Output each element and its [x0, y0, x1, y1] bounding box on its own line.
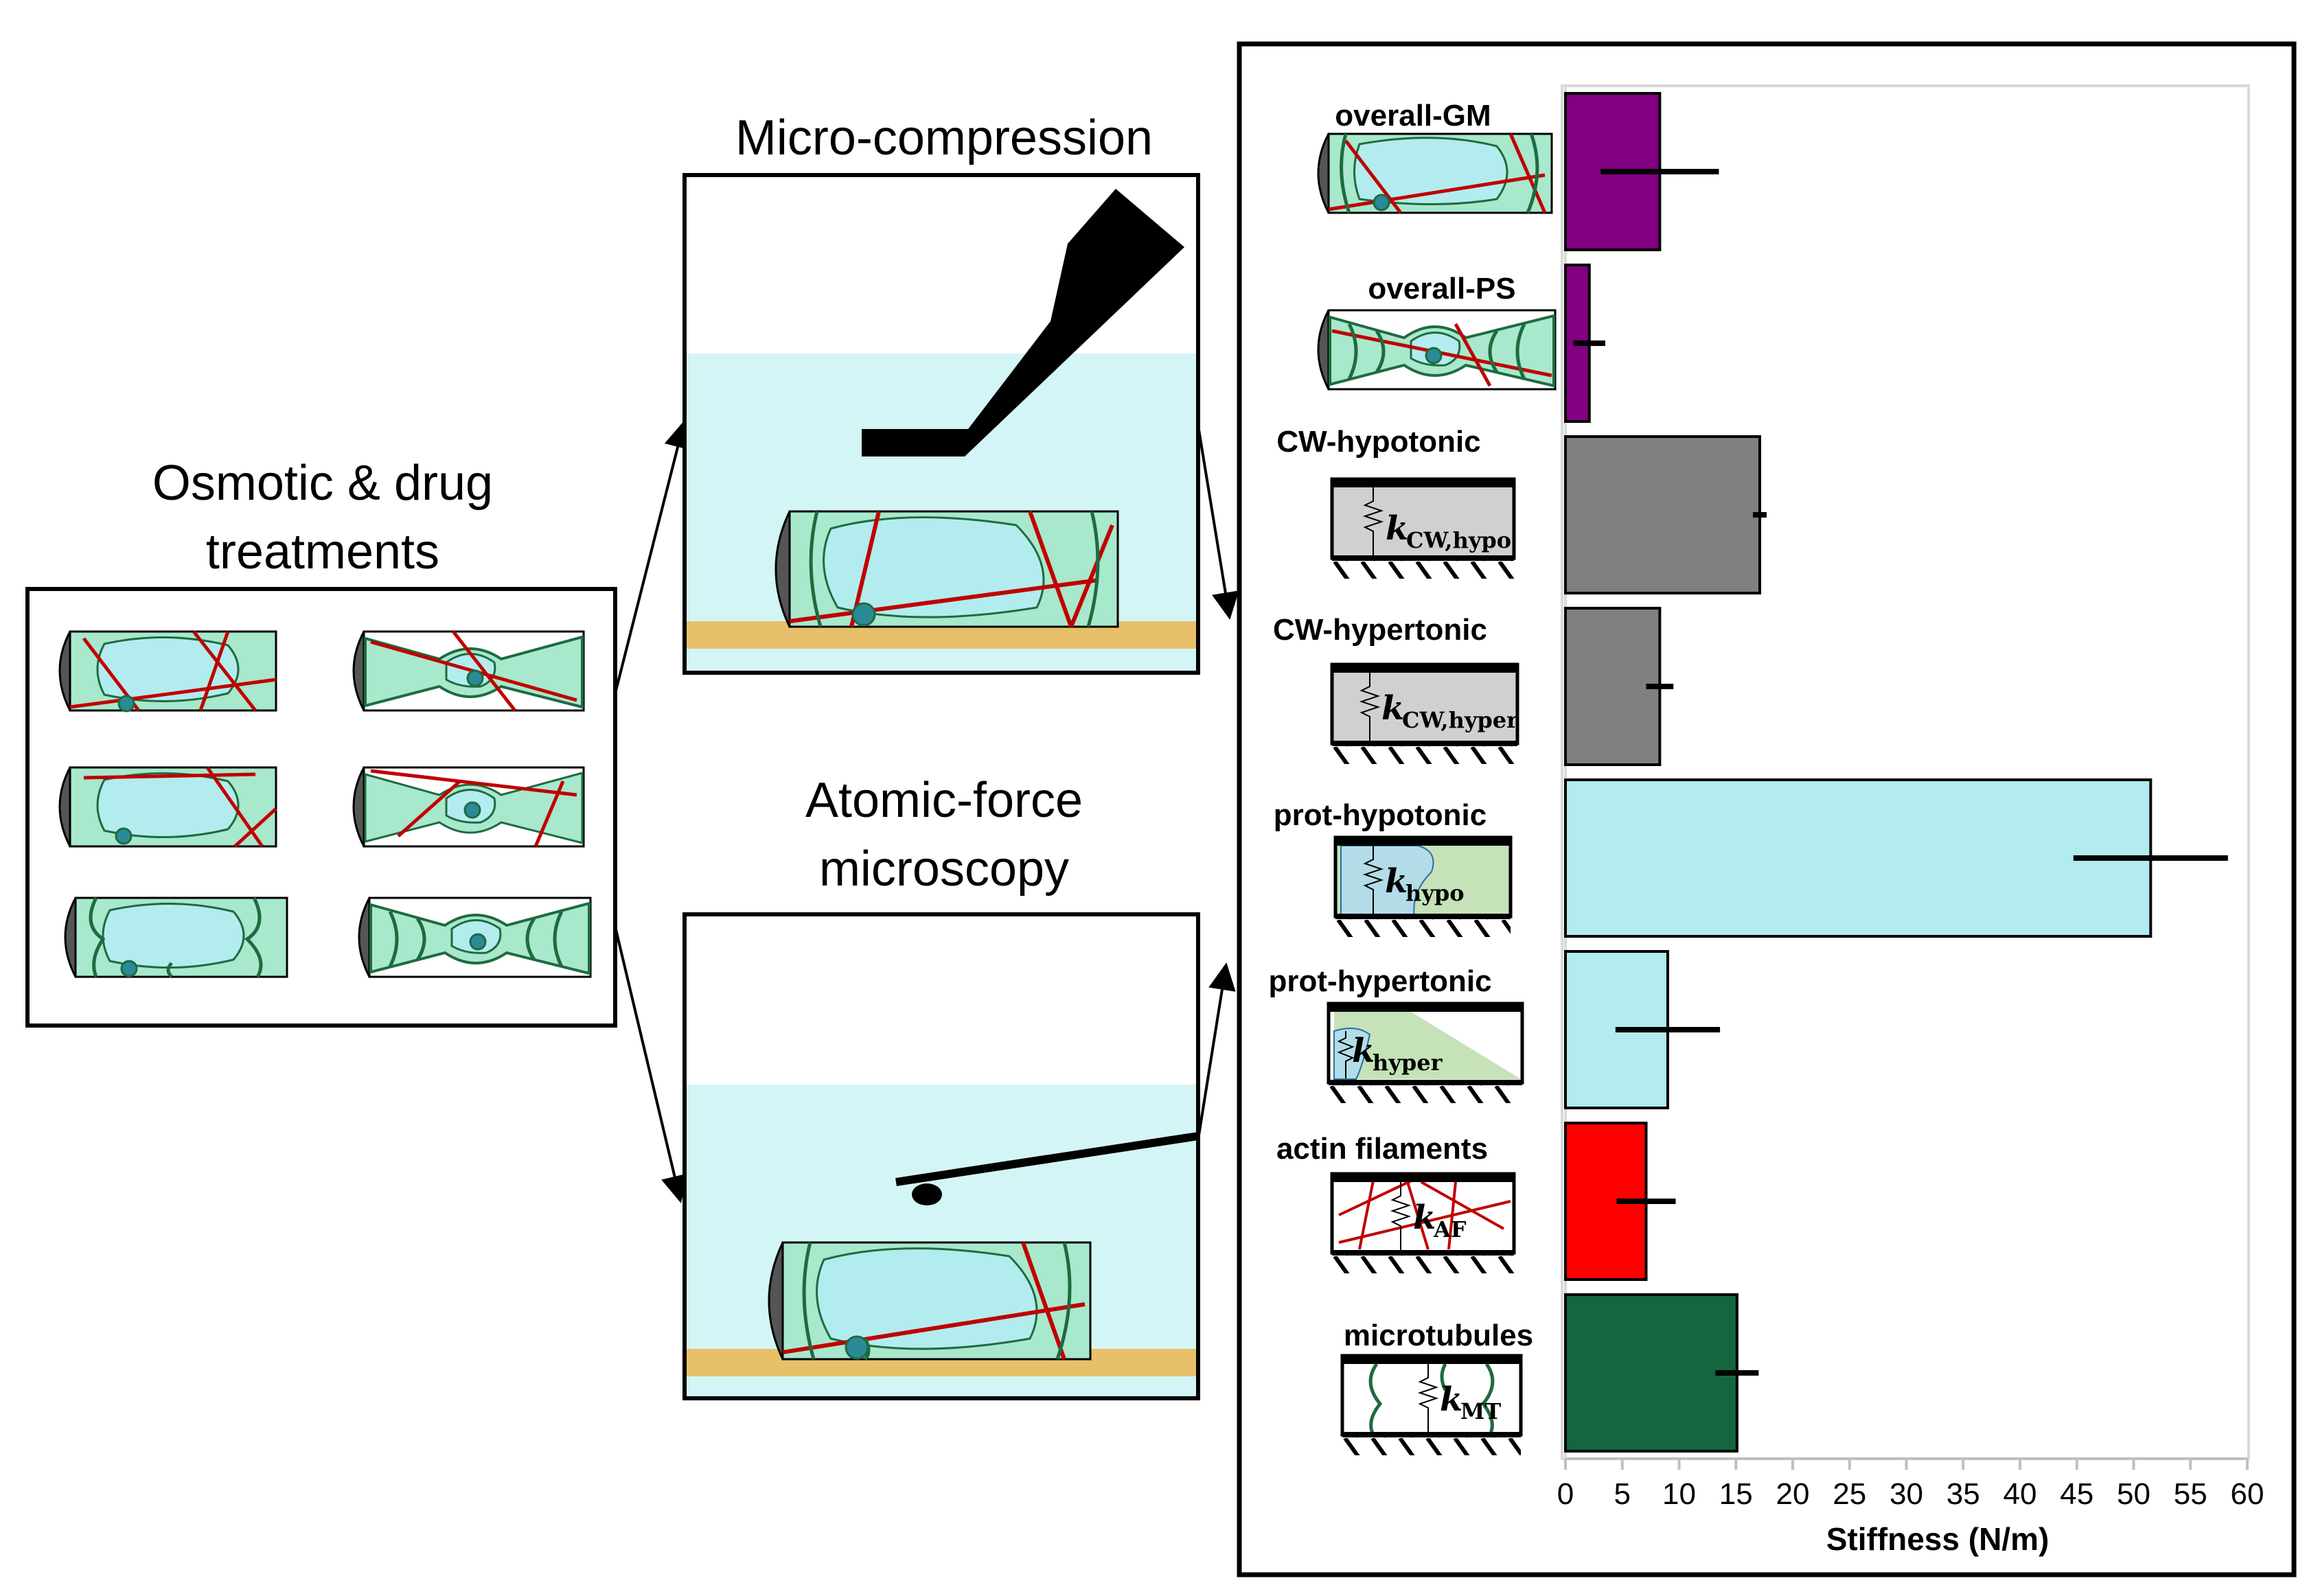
icon-microtubules: k MT — [1340, 1354, 1523, 1455]
k-symbol: k — [1385, 862, 1408, 901]
cell-icon-plasmolysed-3 — [358, 897, 592, 978]
k-symbol: k — [1386, 509, 1408, 548]
treatments-title-line1: Osmotic & drug — [152, 456, 493, 511]
bar-4 — [1564, 778, 2153, 938]
cat-label-1: overall-PS — [1368, 272, 1515, 305]
afm-cantilever — [895, 1132, 1199, 1186]
x-tick-label: 5 — [1614, 1477, 1631, 1511]
cat-label-0: overall-GM — [1335, 99, 1491, 132]
spring-icon — [1362, 487, 1384, 559]
spring-icon — [1359, 673, 1381, 744]
k-subscript: CW,hyper — [1402, 707, 1519, 733]
x-tick-label: 60 — [2231, 1477, 2264, 1511]
x-tick-label: 25 — [1833, 1477, 1866, 1511]
bar-3 — [1564, 607, 1662, 766]
k-symbol: k — [1413, 1199, 1436, 1237]
category-labels: overall-GM overall-PS CW-hypotonic CW-hy… — [1268, 99, 1533, 1352]
arrow-afm-to-chart — [1197, 962, 1236, 1140]
cell-icon-plasmolysed-1 — [352, 630, 585, 712]
x-tick-label: 30 — [1890, 1477, 1923, 1511]
icon-actin-filaments: k AF — [1330, 1172, 1516, 1273]
afm-title-line2: microscopy — [819, 842, 1069, 897]
treatments-section: Osmotic & drug treatments — [25, 456, 617, 1028]
x-tick-label: 35 — [1947, 1477, 1980, 1511]
treatments-title-line2: treatments — [206, 524, 439, 579]
cell-icon-control-3 — [64, 897, 288, 978]
cell-icon-plasmolysed-2 — [352, 766, 585, 848]
arrow-compression-to-chart — [1197, 425, 1239, 620]
afm-panel: Atomic-force microscopy — [682, 773, 1200, 1400]
cell-icon-control-1 — [58, 630, 277, 713]
cell-afm — [768, 1241, 1092, 1361]
k-symbol: k — [1381, 689, 1404, 728]
cat-label-5: prot-hypertonic — [1268, 964, 1491, 998]
cat-label-7: microtubules — [1344, 1319, 1533, 1352]
arrow-to-compression — [614, 420, 691, 694]
k-subscript: AF — [1433, 1216, 1467, 1242]
cell-icon-control-2 — [58, 766, 277, 848]
icon-prot-hypotonic: k hypo — [1333, 835, 1513, 937]
x-tick-label: 40 — [2004, 1477, 2037, 1511]
x-tick-label: 20 — [1776, 1477, 1810, 1511]
x-tick-label: 50 — [2117, 1477, 2150, 1511]
icon-cw-hypertonic: k CW,hyper — [1330, 662, 1519, 764]
cat-label-3: CW-hypertonic — [1273, 613, 1487, 647]
x-tick-label: 10 — [1662, 1477, 1696, 1511]
k-symbol: k — [1440, 1380, 1462, 1419]
stiffness-bar-chart: 0 5 10 15 20 25 30 35 40 45 50 55 60 — [1557, 86, 2264, 1511]
cat-label-4: prot-hypotonic — [1274, 798, 1487, 832]
bar-7 — [1564, 1293, 1738, 1453]
x-tick-label: 0 — [1557, 1477, 1574, 1511]
cell-compression — [774, 510, 1119, 628]
spring-icon — [1417, 1364, 1439, 1435]
icon-overall-gm — [1317, 132, 1553, 214]
bar-2 — [1564, 435, 1762, 594]
k-subscript: hyper — [1373, 1050, 1443, 1076]
cat-label-6: actin filaments — [1276, 1132, 1488, 1166]
icon-cw-hypotonic: k CW,hypo — [1330, 477, 1516, 579]
compression-panel: Micro-compression — [682, 111, 1200, 675]
afm-title-line1: Atomic-force — [805, 773, 1083, 828]
k-subscript: hypo — [1405, 880, 1465, 906]
x-tick-label: 55 — [2174, 1477, 2207, 1511]
compression-title: Micro-compression — [735, 111, 1153, 165]
x-axis-label: Stiffness (N/m) — [1826, 1521, 2050, 1557]
icon-prot-hypertonic: k hyper — [1327, 1002, 1524, 1103]
k-subscript: CW,hypo — [1406, 527, 1511, 553]
compression-probe — [862, 189, 1184, 456]
afm-tip — [912, 1183, 942, 1205]
x-tick-label: 15 — [1719, 1477, 1753, 1511]
k-subscript: MT — [1460, 1398, 1501, 1424]
arrow-to-afm — [614, 926, 689, 1203]
icon-overall-ps — [1317, 309, 1557, 391]
spring-icon — [1362, 846, 1384, 917]
cat-label-2: CW-hypotonic — [1276, 425, 1480, 459]
k-symbol: k — [1352, 1032, 1375, 1070]
spring-icon — [1337, 1031, 1355, 1078]
x-tick-label: 45 — [2060, 1477, 2093, 1511]
spring-icon — [1390, 1182, 1412, 1253]
